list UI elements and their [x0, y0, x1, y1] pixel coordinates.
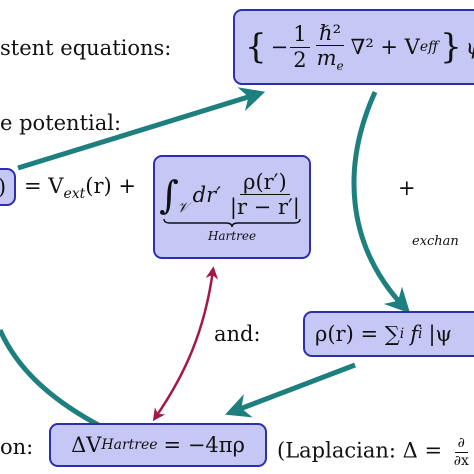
- arrow-potential-to-ks: [17, 87, 266, 171]
- veff-subscript: eff: [419, 39, 439, 55]
- laplacian-term: ∇² + V: [350, 35, 420, 59]
- laplacian-note: (Laplacian: Δ = ∂ ∂x: [277, 435, 469, 469]
- equations-label: stent equations:: [0, 36, 172, 60]
- hartree-label: Hartree: [207, 229, 257, 244]
- bottom-label: on:: [0, 435, 34, 459]
- arrow-density-to-poisson: [224, 362, 356, 418]
- dr-prime: dr′: [192, 182, 221, 207]
- effective-potential-box: ): [0, 168, 16, 206]
- exchange-label: exchan: [412, 234, 459, 249]
- half-fraction: 1 2: [290, 23, 310, 71]
- integral-domain: 𝒱: [176, 200, 189, 217]
- underbrace: [163, 218, 301, 228]
- arrow-left-curve: [0, 328, 106, 431]
- brace-open: {: [245, 27, 267, 67]
- minus-sign: −: [270, 35, 289, 59]
- arrow-ks-to-density: [351, 90, 411, 314]
- potential-label: e potential:: [0, 111, 122, 135]
- hartree-box: ∫ 𝒱 dr′ ρ(r′) |r − r′| Hartree: [153, 155, 311, 259]
- brace-close: }: [440, 27, 462, 67]
- hbar-fraction: ℏ² me: [316, 20, 345, 73]
- hartree-fraction: ρ(r′) |r − r′|: [229, 169, 300, 219]
- psi-symbol: ψ: [466, 35, 474, 59]
- arrow-hartree-poisson: [152, 266, 219, 422]
- and-label: and:: [214, 322, 261, 346]
- integral-sign: ∫: [159, 172, 179, 217]
- vext-term: = Vext(r) +: [24, 174, 136, 203]
- plus-sign: +: [398, 176, 416, 200]
